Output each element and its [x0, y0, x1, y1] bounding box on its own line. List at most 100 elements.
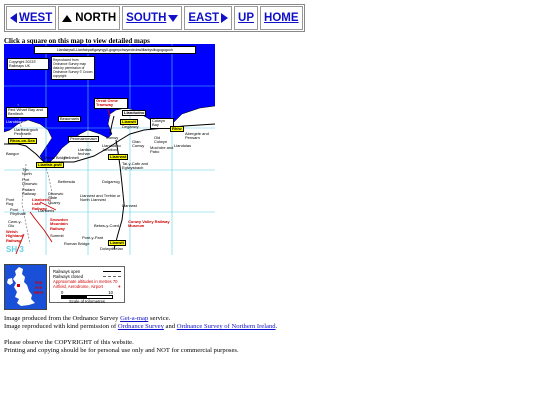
label-llanrwst-station-2: Llanrwst: [108, 154, 129, 161]
label-cwm-y-glo: Cwm-y-Glo: [8, 219, 22, 229]
map-legend: Railways open Railways closed Approximat…: [49, 266, 125, 304]
label-llanberis-lake: Llanberis Lake Railway: [32, 197, 50, 211]
label-port-dinorwic: Port Dinorwic: [22, 177, 38, 187]
closed-railway-line-icon: [103, 276, 121, 277]
label-welsh-highland: Welsh Highland Railway: [6, 229, 24, 243]
label-dolgarrog: Dolgarrog: [102, 179, 120, 184]
label-dolwyddelan: Dolwyddelan: [100, 246, 123, 251]
label-summit: Summit: [50, 233, 64, 238]
legend-row-closed: Railways closed: [53, 274, 121, 279]
label-menai: Menai Bridge: [44, 155, 68, 160]
label-pont-y-pant: Pont-y-Pant: [82, 235, 104, 240]
get-a-map-link[interactable]: Get-a-map: [120, 315, 149, 322]
footer-line-1: Image produced from the Ordnance Survey …: [4, 315, 170, 323]
map-os-box: Reproduced from Ordnance Survey map data…: [51, 56, 95, 80]
nav-home-link[interactable]: HOME: [264, 12, 299, 24]
you-are-here-marker: [17, 284, 20, 287]
scale-right: 10: [108, 290, 113, 295]
label-red-wharf: Red Wharf Bay and Benllech: [6, 107, 48, 118]
label-old-colwyn: Old Colwyn: [154, 135, 168, 145]
label-llanfairpwll: Llanfair-pwll: [36, 162, 64, 169]
nav-up-link[interactable]: UP: [238, 12, 255, 24]
map-copyright-box: Copyright 2023© Railmaps UK: [7, 58, 49, 71]
legend-row-open: Railways open: [53, 269, 121, 274]
open-railway-line-icon: [103, 271, 121, 272]
arrow-right-icon: [221, 13, 229, 23]
label-mochdre: Mochdre and Pabo: [150, 145, 174, 155]
label-quarry: Dinorwic Slate Quarry: [48, 191, 64, 205]
label-tal-y-cafn: Tal-y-Cafn and Eglwysbach: [122, 161, 149, 171]
footer-line2-prefix: Image reproduced with kind permission of: [4, 323, 118, 330]
label-padarn: Padarn Railway: [22, 187, 37, 197]
label-rhos: Rhos-on-Sea: [8, 138, 37, 145]
ordnance-survey-link[interactable]: Ordnance Survey: [117, 323, 164, 330]
map-place-name: Llanfairpwll-Llanfairpwllgwyngyll-gogery…: [34, 46, 196, 54]
label-llandudno: Llandudno: [122, 110, 147, 117]
label-great-orme: Great Orme Tramway: [94, 98, 128, 109]
nav-north-cell: NORTH: [58, 6, 121, 30]
label-penmaenmawr: Penmaenmawr: [68, 136, 99, 143]
label-llanwit-station: Llanwit: [108, 240, 126, 247]
label-snowdon: Snowdon Mountain Railway: [50, 217, 68, 231]
nav-west-link[interactable]: WEST: [10, 12, 52, 24]
scale-bar: [61, 295, 113, 299]
scale-caption: Scale of Kilometres: [68, 299, 106, 304]
footer-copyright-notice: Please observe the COPYRIGHT of this web…: [4, 339, 134, 346]
legend-closed-label: Railways closed: [53, 274, 84, 279]
grid-reference: SH 3: [6, 245, 24, 254]
label-abergele: Abergele and Pensarn: [185, 131, 209, 141]
label-conwy: Conwy: [106, 135, 119, 140]
arrow-left-icon: [10, 13, 17, 23]
nav-south-link[interactable]: SOUTH: [126, 12, 179, 24]
nav-west-label: WEST: [19, 12, 53, 24]
nav-west-cell: WEST: [6, 6, 57, 30]
airport-icon: ✈: [117, 284, 121, 289]
label-llanberis: Llanberis: [38, 208, 55, 213]
map-instruction: Click a square on this map to view detai…: [4, 37, 150, 45]
label-llanrwst-station-1: Llanwit: [120, 119, 138, 126]
label-llanbedrgoch: Llanbedrgoch Pentraeth: [14, 127, 39, 137]
label-rhiw: Rhiw: [170, 126, 184, 133]
label-bangor: Bangor: [6, 151, 19, 156]
label-betws: Betws-y-Coed: [94, 223, 120, 228]
legend-airfield-label: Airfield, Aerodrome, Airport: [53, 284, 104, 289]
label-felinheli: Felinheli: [64, 155, 79, 160]
scale-numbers: 0 10: [53, 290, 121, 295]
legend-open-label: Railways open: [53, 269, 81, 274]
nav-up-cell: UP: [234, 6, 259, 30]
legend-altitude-label: Approximate altitudes in metres 70: [53, 279, 118, 284]
nav-home-cell: HOME: [260, 6, 303, 30]
osni-link[interactable]: Ordnance Survey of Northern Ireland: [176, 323, 276, 330]
railway-map[interactable]: Llanfairpwll-Llanfairpwllgwyngyll-gogery…: [4, 44, 215, 255]
locator-map[interactable]: You Are Here: [4, 264, 47, 310]
nav-south-label: SOUTH: [126, 12, 167, 24]
nav-south-cell: SOUTH: [122, 6, 183, 30]
heritage-railways: [15, 101, 111, 255]
label-llandudno-junction: Llandudno Junction: [102, 143, 121, 153]
label-llanrwst-trefriw: Llanrwst and Trefriw or North Llanrwst: [80, 193, 121, 203]
footer-line1-suffix: service.: [148, 315, 171, 322]
footer-line1-prefix: Image produced from the Ordnance Survey: [4, 315, 121, 322]
arrow-up-icon: [62, 14, 73, 22]
footer-line2-mid: and: [163, 323, 177, 330]
navigation-bar: WEST NORTH SOUTH EAST UP HOME: [4, 4, 305, 32]
label-llanfair: Llanfair-fechan: [78, 147, 93, 157]
locator-you-are-here: You Are Here: [33, 280, 44, 295]
label-glan-conwy: Glan Conwy: [132, 139, 145, 149]
legend-row-altitude: Approximate altitudes in metres 70: [53, 279, 121, 284]
nav-east-cell: EAST: [184, 6, 233, 30]
label-deganwy: Deganwy: [122, 124, 139, 129]
label-north-tyn: Tyn North: [22, 167, 32, 177]
label-conwy-valley: Conwy Valley Railway Museum: [128, 219, 170, 229]
label-bethesda: Bethesda: [58, 179, 75, 184]
footer-line-2: Image reproduced with kind permission of…: [4, 323, 277, 331]
nav-north-label: NORTH: [75, 12, 117, 24]
label-llanddona: Llanddona: [6, 119, 25, 124]
footer-usage-notice: Printing and copying should be for perso…: [4, 347, 239, 354]
label-pont-rhythallt: Pont Rhythallt: [10, 207, 26, 217]
nav-east-link[interactable]: EAST: [188, 12, 229, 24]
label-llandulas: Llandulas: [174, 143, 192, 148]
label-llanrwst-town: Llanrwst: [122, 203, 137, 208]
label-colwyn-bay: Colwyn Bay: [150, 118, 174, 129]
label-pont-rug: Pont Rug: [6, 197, 15, 207]
